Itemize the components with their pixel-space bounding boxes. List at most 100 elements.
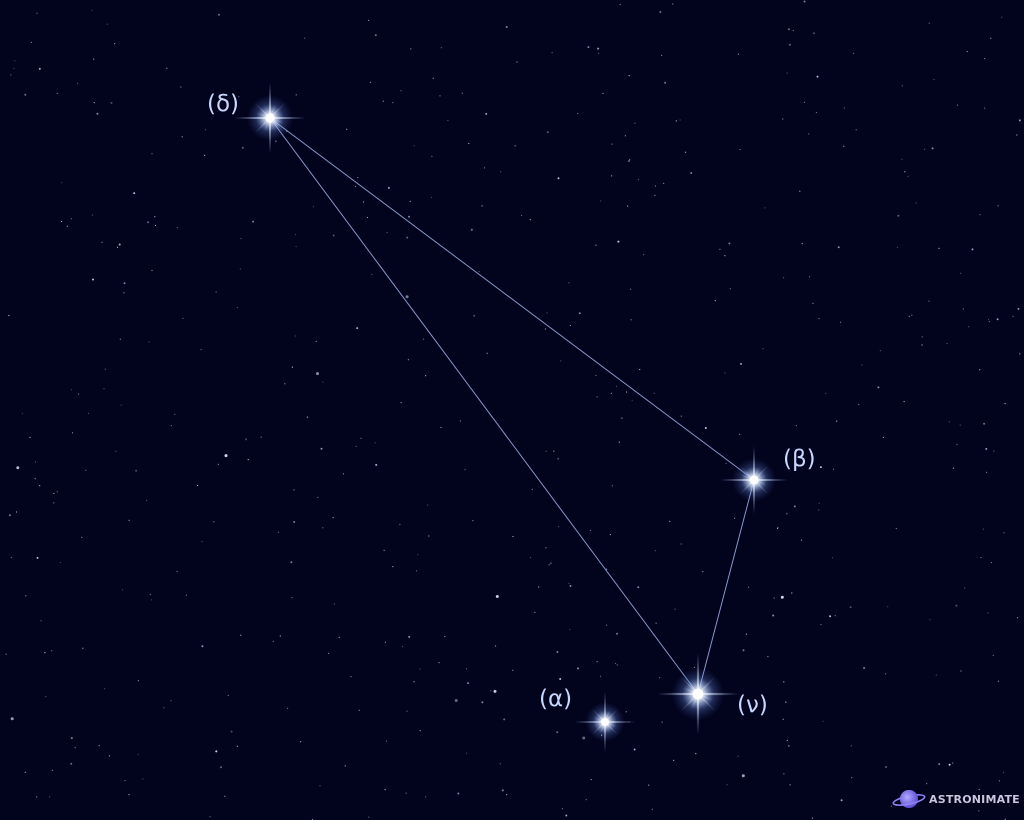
background-star xyxy=(799,190,801,192)
background-star xyxy=(598,52,600,54)
background-star xyxy=(176,570,178,573)
background-star xyxy=(609,534,612,536)
background-star xyxy=(358,709,360,711)
background-star xyxy=(549,562,552,565)
planet-icon xyxy=(892,790,926,808)
background-star xyxy=(896,246,898,248)
background-star xyxy=(653,392,655,394)
background-star xyxy=(316,372,319,376)
background-star xyxy=(30,41,32,44)
background-star xyxy=(382,100,384,102)
background-star xyxy=(832,468,835,470)
background-star xyxy=(34,461,37,463)
background-star xyxy=(851,777,853,779)
background-star xyxy=(176,227,178,229)
constellation-line-delta-beta xyxy=(269,117,755,481)
background-star xyxy=(792,29,794,32)
background-star xyxy=(853,52,855,55)
background-star xyxy=(1002,771,1005,774)
background-star xyxy=(224,795,226,797)
background-star xyxy=(545,547,547,549)
background-star xyxy=(355,445,357,447)
background-star xyxy=(332,234,335,237)
background-star xyxy=(401,645,404,648)
background-star xyxy=(684,151,687,153)
background-star xyxy=(151,269,153,272)
background-star xyxy=(724,372,726,374)
background-star xyxy=(787,28,790,31)
background-star xyxy=(785,701,787,703)
background-star xyxy=(201,645,204,648)
background-star xyxy=(590,779,592,781)
background-star xyxy=(675,120,677,122)
background-star xyxy=(147,221,150,224)
background-star xyxy=(96,112,99,115)
background-star xyxy=(70,737,73,740)
background-star xyxy=(1017,307,1020,310)
background-star xyxy=(980,557,982,559)
background-star xyxy=(788,43,791,46)
background-star xyxy=(240,634,242,636)
background-star xyxy=(673,759,675,762)
background-star xyxy=(512,535,514,538)
background-star xyxy=(907,175,909,177)
background-star xyxy=(611,175,613,177)
background-star xyxy=(500,171,502,173)
background-star xyxy=(133,192,136,195)
background-star xyxy=(800,539,803,541)
background-star xyxy=(938,247,940,249)
background-star xyxy=(215,291,217,293)
background-star xyxy=(464,469,466,471)
background-star xyxy=(119,338,121,340)
background-star xyxy=(626,391,628,393)
background-star xyxy=(582,736,586,740)
background-star xyxy=(483,167,486,169)
background-star xyxy=(209,816,211,818)
background-star xyxy=(357,177,359,179)
background-star xyxy=(672,3,674,5)
background-star xyxy=(108,755,110,757)
background-star xyxy=(551,52,553,54)
background-star xyxy=(110,101,113,104)
background-star xyxy=(776,527,779,530)
background-star xyxy=(762,348,764,350)
background-star xyxy=(931,147,934,150)
background-star xyxy=(240,238,242,240)
background-star xyxy=(21,412,23,414)
background-star xyxy=(616,632,618,635)
background-star xyxy=(643,254,645,256)
background-star xyxy=(625,711,627,713)
background-star xyxy=(70,389,72,391)
background-star xyxy=(741,774,745,778)
background-star xyxy=(14,60,16,62)
background-star xyxy=(354,185,357,188)
background-star xyxy=(236,745,238,747)
background-star xyxy=(618,441,620,443)
background-star xyxy=(392,102,394,104)
background-star xyxy=(413,681,415,683)
constellation-line-beta-nu xyxy=(697,479,755,695)
background-star xyxy=(503,718,506,721)
background-star xyxy=(964,587,966,589)
background-star xyxy=(726,784,728,786)
background-star xyxy=(425,375,427,377)
background-star xyxy=(971,248,974,251)
background-star xyxy=(461,92,463,94)
background-star xyxy=(855,129,857,131)
background-star xyxy=(224,454,228,458)
background-star xyxy=(287,707,289,710)
background-star xyxy=(427,504,429,506)
background-star xyxy=(654,185,657,187)
background-star xyxy=(419,730,421,732)
background-star xyxy=(220,766,222,769)
background-star xyxy=(392,566,394,568)
background-star xyxy=(408,215,410,218)
background-star xyxy=(803,101,806,103)
background-star xyxy=(895,527,897,530)
background-star xyxy=(631,399,633,401)
background-star xyxy=(290,561,293,564)
background-star xyxy=(217,463,219,465)
background-star xyxy=(529,219,531,221)
background-star xyxy=(619,3,621,6)
